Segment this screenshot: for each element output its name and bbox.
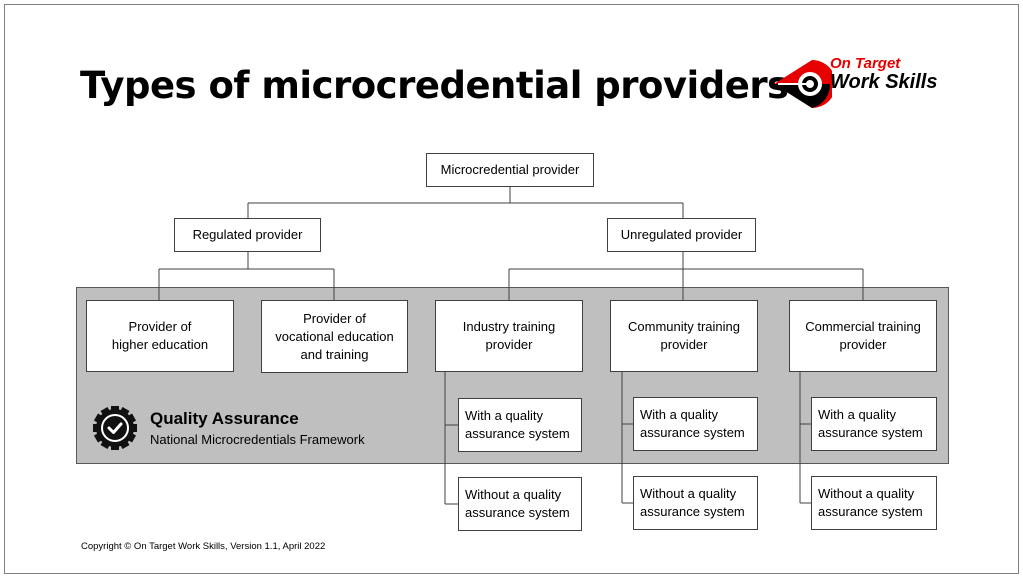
box-label: Commercial training (805, 319, 921, 334)
box-label: Without a quality (465, 487, 562, 502)
box-label: assurance system (818, 504, 923, 519)
box-label: assurance system (640, 425, 745, 440)
higher-education-box: Provider of higher education (86, 300, 234, 372)
box-label: Regulated provider (192, 227, 303, 242)
box-label: Industry training (462, 319, 556, 334)
box-label: higher education (111, 337, 209, 352)
logo-line1: On Target (830, 55, 901, 72)
slide-frame (4, 4, 1019, 574)
box-label: assurance system (818, 425, 923, 440)
regulated-provider-box: Regulated provider (174, 218, 321, 252)
vocational-education-box: Provider of vocational education and train… (261, 300, 408, 373)
page-title: Types of microcredential providers (80, 64, 789, 107)
unregulated-provider-box: Unregulated provider (607, 218, 756, 252)
quality-badge-check-icon (93, 406, 137, 450)
quality-assurance-label: Quality Assurance National Microcredenti… (92, 405, 365, 451)
box-label: provider (839, 337, 887, 352)
community-training-box: Community training provider (610, 300, 758, 372)
box-label: With a quality (818, 407, 897, 422)
box-label: Without a quality (818, 486, 915, 501)
microcredential-provider-box: Microcredential provider (426, 153, 594, 187)
qa-title: Quality Assurance (150, 409, 299, 428)
box-label: assurance system (465, 426, 570, 441)
box-label: assurance system (465, 505, 570, 520)
box-label: With a quality (465, 408, 544, 423)
target-logo-icon (774, 60, 836, 108)
commercial-without-qa-box: Without a quality assurance system (811, 476, 937, 530)
commercial-with-qa-box: With a quality assurance system (811, 397, 937, 451)
box-label: Community training (628, 319, 740, 334)
industry-without-qa-box: Without a quality assurance system (458, 477, 582, 531)
box-label: Unregulated provider (620, 227, 743, 242)
copyright: Copyright © On Target Work Skills, Versi… (81, 541, 326, 552)
qa-subtitle: National Microcredentials Framework (150, 432, 365, 447)
box-label: assurance system (640, 504, 745, 519)
box-label: provider (660, 337, 708, 352)
box-label: and training (300, 346, 369, 362)
box-label: Without a quality (640, 486, 737, 501)
box-label: vocational education (275, 328, 394, 344)
box-label: With a quality (640, 407, 719, 422)
industry-with-qa-box: With a quality assurance system (458, 398, 582, 452)
box-label: provider (485, 337, 533, 352)
box-label: Microcredential provider (440, 162, 580, 177)
community-without-qa-box: Without a quality assurance system (633, 476, 758, 530)
box-label: Provider of (303, 310, 366, 326)
box-label: Provider of (128, 319, 192, 334)
industry-training-box: Industry training provider (435, 300, 583, 372)
commercial-training-box: Commercial training provider (789, 300, 937, 372)
community-with-qa-box: With a quality assurance system (633, 397, 758, 451)
logo: On Target Work Skills (772, 54, 962, 114)
logo-line2: Work Skills (830, 71, 938, 93)
